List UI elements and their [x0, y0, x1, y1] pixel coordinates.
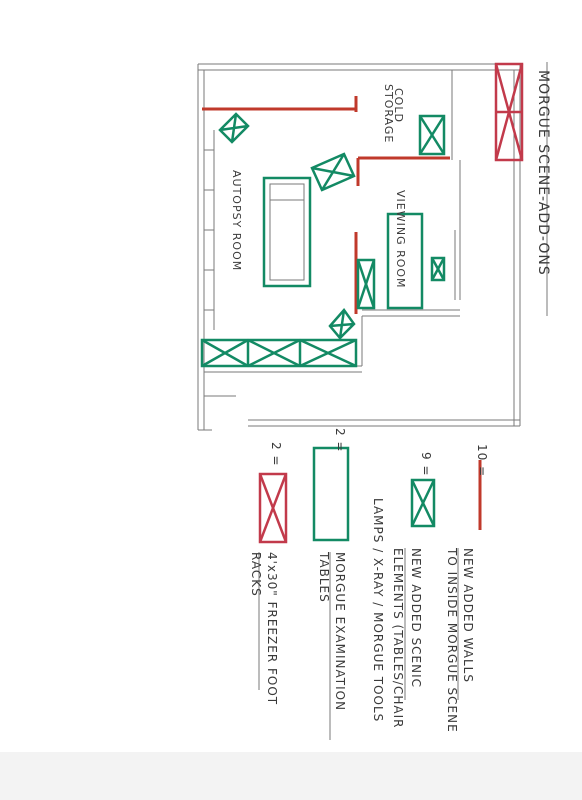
legend-swatch-green-box — [410, 478, 436, 528]
legend-key-walls: 10 = — [475, 444, 489, 478]
legend-exam-tables-line2: TABLES — [317, 552, 331, 603]
autopsy-room-label: AUTOPSY ROOM — [230, 170, 243, 272]
scan-bottom-margin — [0, 752, 582, 800]
legend-swatch-green-rect — [312, 446, 350, 542]
legend-walls-line2: TO INSIDE MORGUE SCENE — [445, 548, 459, 733]
legend-scenic-line2: ELEMENTS (TABLES/CHAIR — [391, 548, 405, 729]
legend-freezer-line2: RACKS — [249, 552, 263, 597]
morgue-examination-table — [262, 176, 312, 288]
scenic-elements — [200, 112, 446, 368]
legend-walls-line1: NEW ADDED WALLS — [461, 548, 475, 683]
legend-swatches — [258, 446, 482, 544]
legend-swatch-red-box — [258, 472, 288, 544]
viewing-room-label: VIEWING ROOM — [394, 190, 407, 289]
new-added-walls — [202, 96, 450, 314]
legend-key-scenic: 9 = — [419, 452, 433, 477]
legend-exam-tables-line1: MORGUE EXAMINATION — [333, 552, 347, 712]
cold-storage-label-line2: STORAGE — [382, 84, 395, 144]
legend-key-exam-tables: 2 = — [333, 428, 347, 453]
legend-scenic-line3: LAMPS / X-RAY / MORGUE TOOLS — [371, 498, 385, 723]
legend-freezer-line1: 4'x30" FREEZER FOOT — [265, 552, 279, 706]
exterior-walls — [197, 63, 521, 431]
page-title: MORGUE SCENE-ADD-ONS — [535, 70, 551, 276]
legend-key-freezer: 2 = — [269, 442, 283, 467]
freezer-foot-rack — [494, 62, 524, 162]
legend-scenic-line1: NEW ADDED SCENIC — [409, 548, 423, 689]
legend-underlines — [258, 548, 459, 740]
